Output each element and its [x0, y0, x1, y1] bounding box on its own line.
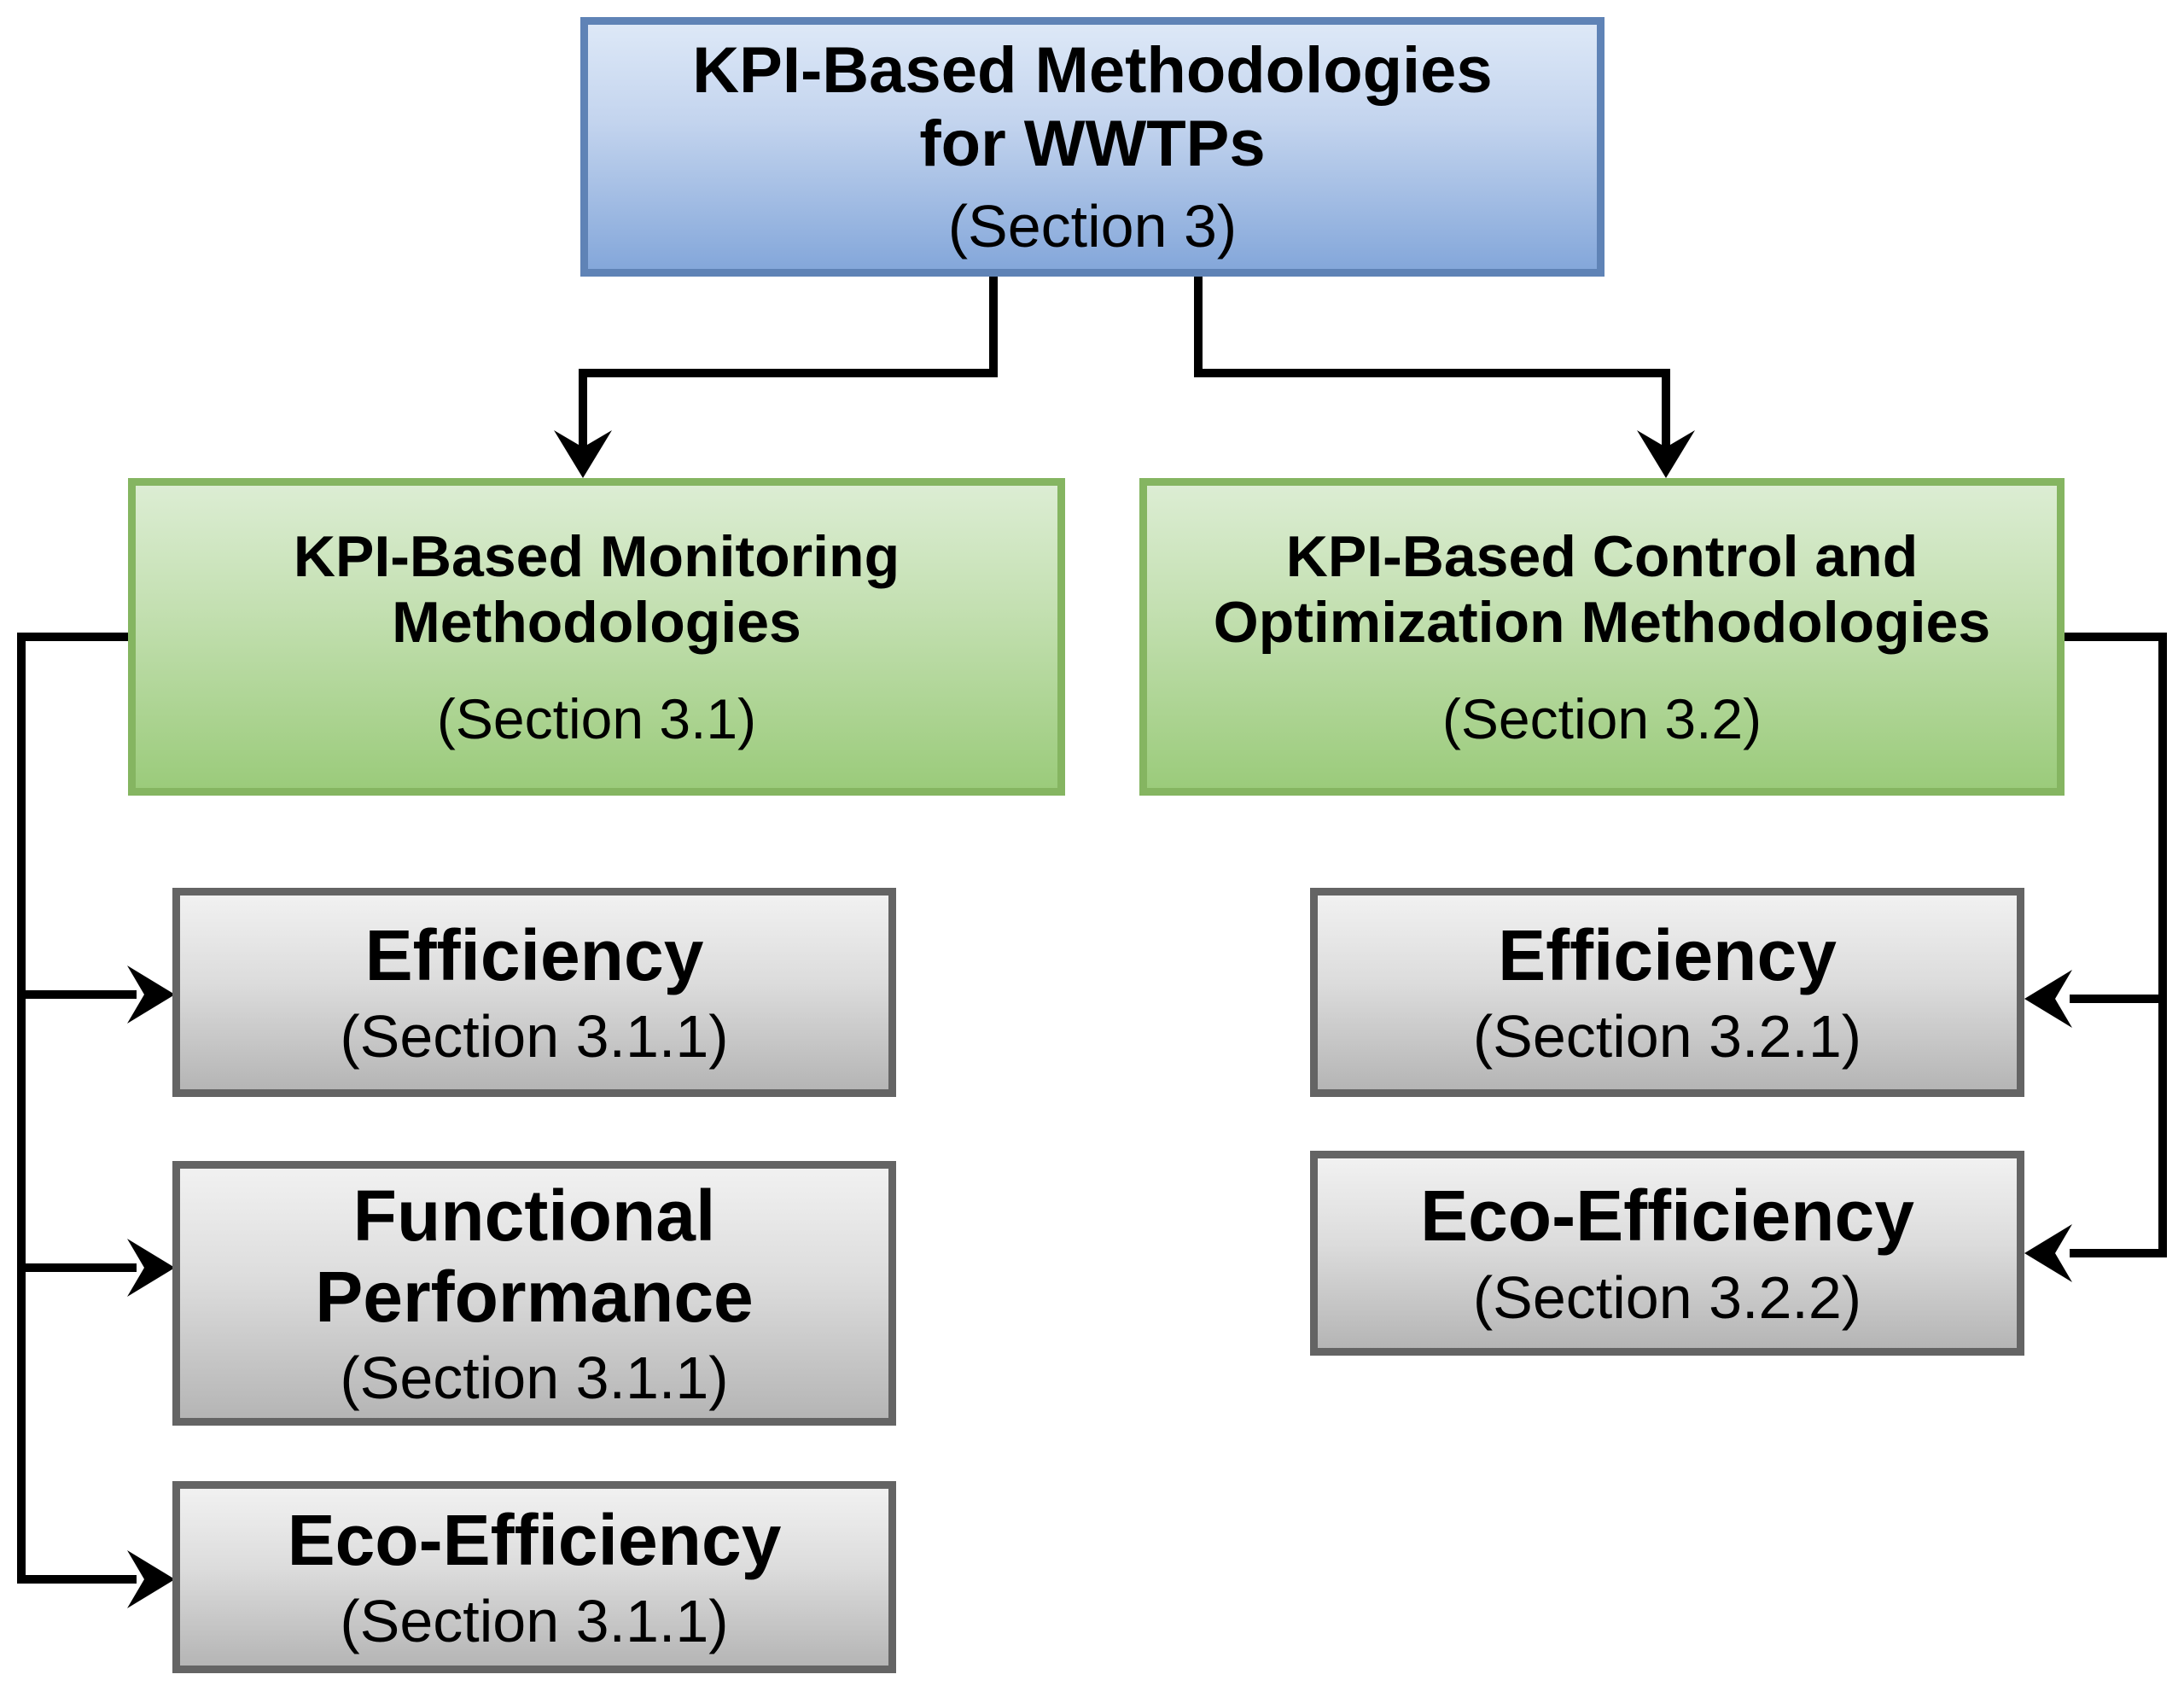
node-subtitle: (Section 3.1.1) [340, 1003, 729, 1071]
node-title: Efficiency [364, 914, 704, 995]
arrowhead-right-efficiency-icon [127, 966, 175, 1024]
connector-monitoring-rail [17, 633, 137, 1584]
node-title: KPI-Based Control and Optimization Metho… [1213, 523, 1991, 655]
arrowhead-down-monitoring-icon [554, 430, 612, 478]
arrowhead-down-control-icon [1637, 430, 1695, 478]
connector-control-rail [2060, 633, 2167, 1257]
node-subtitle: (Section 3.1) [436, 686, 757, 750]
node-subtitle: (Section 3.2.1) [1472, 1003, 1862, 1071]
node-monitoring-functional-performance: Functional Performance (Section 3.1.1) [172, 1161, 896, 1426]
node-subtitle: (Section 3.1.1) [340, 1345, 729, 1412]
node-title: Functional Performance [315, 1175, 754, 1337]
node-control-efficiency: Efficiency (Section 3.2.1) [1310, 888, 2024, 1097]
connector-root-to-control [1194, 275, 1670, 454]
node-subtitle: (Section 3.2) [1441, 686, 1762, 750]
node-subtitle: (Section 3) [947, 193, 1238, 260]
arrowhead-right-eco-efficiency-icon [127, 1550, 175, 1608]
node-subtitle: (Section 3.2.2) [1472, 1263, 1862, 1331]
node-monitoring-efficiency: Efficiency (Section 3.1.1) [172, 888, 896, 1097]
node-control-eco-efficiency: Eco-Efficiency (Section 3.2.2) [1310, 1151, 2024, 1356]
node-title: KPI-Based Methodologies for WWTPs [692, 33, 1493, 180]
arrowhead-right-functional-icon [127, 1239, 175, 1297]
node-title: Eco-Efficiency [1420, 1176, 1914, 1257]
arrowhead-left-efficiency-icon [2024, 970, 2072, 1028]
node-title: Eco-Efficiency [287, 1499, 782, 1580]
node-monitoring-methodologies: KPI-Based Monitoring Methodologies (Sect… [128, 478, 1065, 796]
node-root-kpi-methodologies: KPI-Based Methodologies for WWTPs (Secti… [580, 17, 1605, 277]
arrowhead-left-eco-efficiency-icon [2024, 1224, 2072, 1282]
node-control-optimization-methodologies: KPI-Based Control and Optimization Metho… [1139, 478, 2065, 796]
node-subtitle: (Section 3.1.1) [340, 1588, 729, 1655]
node-title: Efficiency [1498, 914, 1837, 995]
node-title: KPI-Based Monitoring Methodologies [293, 523, 900, 655]
connector-root-to-monitoring [579, 275, 998, 454]
node-monitoring-eco-efficiency: Eco-Efficiency (Section 3.1.1) [172, 1481, 896, 1673]
